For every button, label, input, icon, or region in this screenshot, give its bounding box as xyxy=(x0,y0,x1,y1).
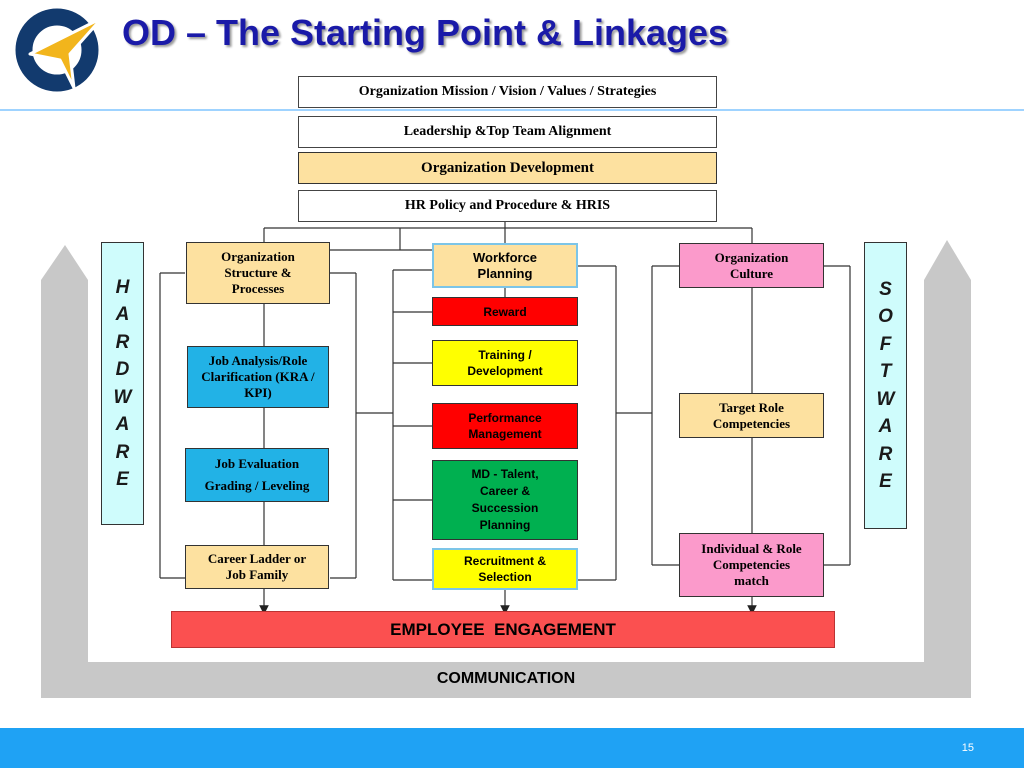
hardware-label: H A R D W A R E xyxy=(101,242,144,525)
software-letter: O xyxy=(878,306,893,327)
software-letter: S xyxy=(879,278,892,300)
communication-label: COMMUNICATION xyxy=(436,670,576,687)
hardware-letter: A xyxy=(115,304,130,325)
page-title: OD – The Starting Point & Linkages xyxy=(122,12,729,53)
job-evaluation-box: Job Evaluation Grading / Leveling xyxy=(185,448,329,502)
page-number: 15 xyxy=(961,742,974,754)
md-talent-box: MD - Talent, Career & Succession Plannin… xyxy=(432,460,578,540)
od-box: Organization Development xyxy=(298,152,717,184)
hardware-letter: H xyxy=(115,276,130,298)
software-letter: T xyxy=(879,361,892,382)
individual-role-box: Individual & Role Competencies match xyxy=(679,533,824,597)
org-culture-box: Organization Culture xyxy=(679,243,824,288)
hardware-letter: R xyxy=(115,331,130,353)
company-logo xyxy=(15,8,104,92)
title-divider xyxy=(0,109,1024,111)
leadership-box: Leadership &Top Team Alignment xyxy=(298,116,717,148)
hardware-letter: E xyxy=(116,469,129,490)
software-letter: A xyxy=(878,416,893,437)
recruitment-box: Recruitment & Selection xyxy=(432,548,578,590)
mission-box: Organization Mission / Vision / Values /… xyxy=(298,76,717,108)
job-evaluation-subtitle: Grading / Leveling xyxy=(204,478,310,493)
performance-box: Performance Management xyxy=(432,403,578,449)
hardware-letter: W xyxy=(113,386,132,408)
career-ladder-box: Career Ladder or Job Family xyxy=(185,545,329,589)
employee-engagement-bar: EMPLOYEE ENGAGEMENT xyxy=(171,611,835,648)
hardware-letter: D xyxy=(115,359,130,380)
job-analysis-box: Job Analysis/Role Clarification (KRA / K… xyxy=(187,346,329,408)
software-letter: F xyxy=(879,333,892,355)
workforce-planning-box: Workforce Planning xyxy=(432,243,578,288)
hardware-letter: A xyxy=(115,414,130,435)
org-structure-box: Organization Structure & Processes xyxy=(186,242,330,304)
reward-box: Reward xyxy=(432,297,578,326)
hardware-letter: R xyxy=(115,441,130,463)
software-label: S O F T W A R E xyxy=(864,242,907,529)
job-evaluation-title: Job Evaluation xyxy=(214,456,300,471)
software-letter: W xyxy=(876,388,895,410)
footer-bar xyxy=(0,728,1024,768)
software-letter: E xyxy=(879,471,892,492)
training-box: Training / Development xyxy=(432,340,578,386)
hr-policy-box: HR Policy and Procedure & HRIS xyxy=(298,190,717,222)
target-role-box: Target Role Competencies xyxy=(679,393,824,438)
software-letter: R xyxy=(878,443,893,465)
